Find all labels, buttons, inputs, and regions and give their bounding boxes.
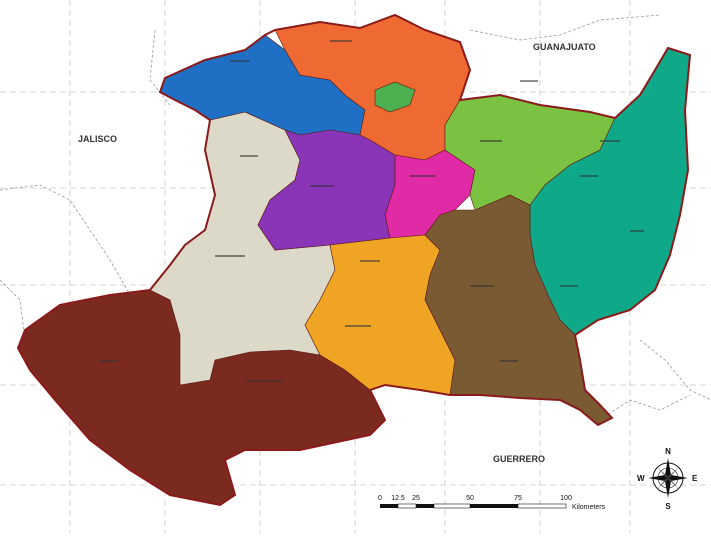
scale-tick-100: 100: [560, 495, 572, 502]
label-guanajuato: GUANAJUATO: [533, 42, 596, 52]
scale-bar: 0 12.5 25 50 75 100 Kilometers: [378, 495, 606, 511]
compass-e: E: [692, 474, 698, 483]
scale-unit: Kilometers: [572, 504, 606, 511]
neighbor-borders: [0, 14, 711, 421]
regions: [17, 14, 691, 506]
state-outline: [16, 13, 692, 507]
scale-tick-0: 0: [378, 495, 382, 502]
municipal-marks: [100, 40, 644, 382]
compass-s: S: [665, 502, 671, 511]
compass-n: N: [665, 447, 671, 456]
compass-rose-icon: N S E W: [637, 447, 698, 511]
label-guerrero: GUERRERO: [493, 454, 545, 464]
label-jalisco: JALISCO: [78, 134, 117, 144]
region-light-green: [374, 81, 416, 113]
scale-tick-25: 25: [412, 495, 420, 502]
scale-tick-75: 75: [514, 495, 522, 502]
scale-tick-12-5: 12.5: [391, 495, 405, 502]
scale-tick-50: 50: [466, 495, 474, 502]
compass-w: W: [637, 474, 645, 483]
